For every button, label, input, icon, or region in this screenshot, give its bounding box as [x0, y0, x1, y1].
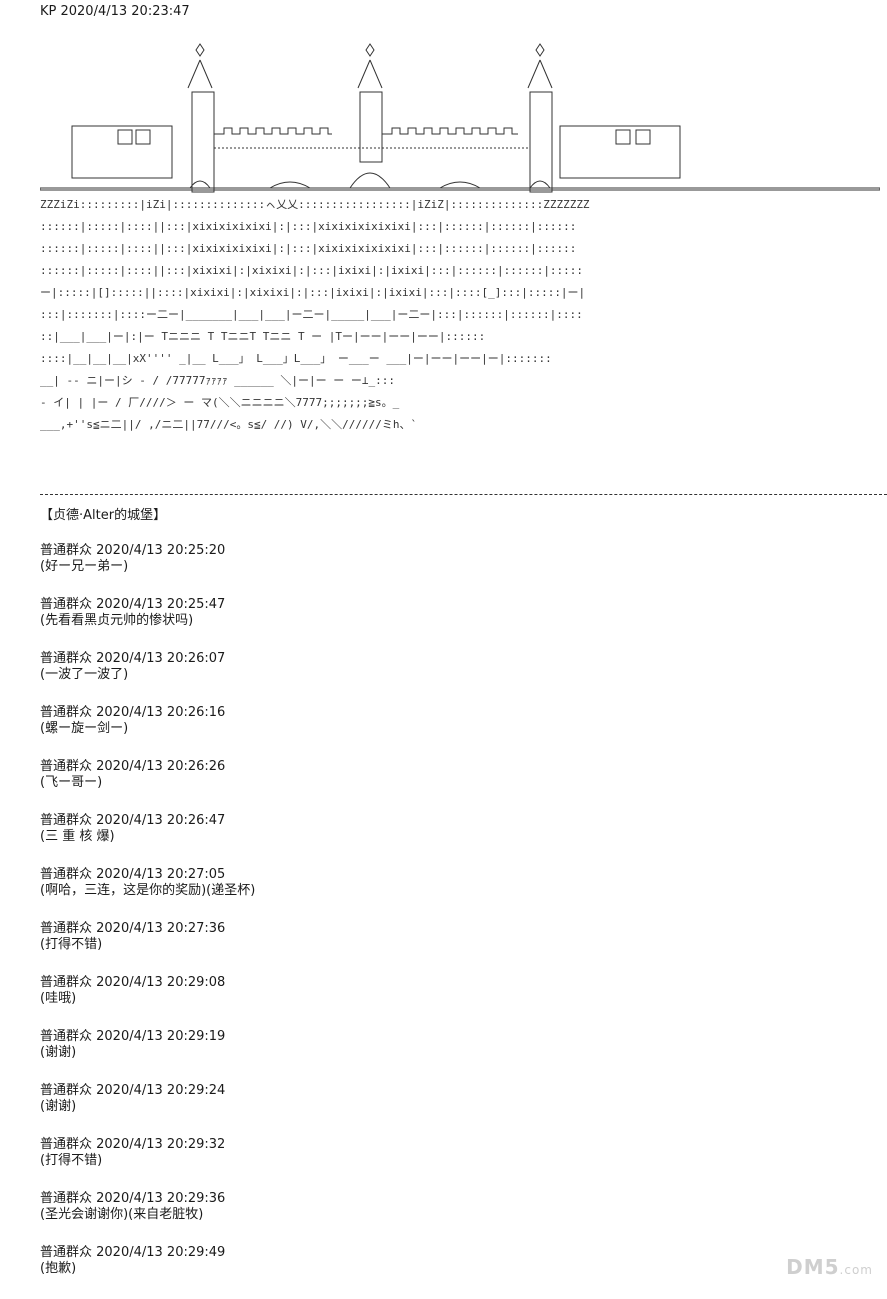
svg-text:ZZZiZi:::::::::|iZi|::::::::::: ZZZiZi:::::::::|iZi|::::::::::::::ㇸ乂乂:::…	[40, 198, 590, 211]
comment-meta: 普通群众 2020/4/13 20:26:07	[40, 651, 226, 666]
comment-text: (螺ー旋ー剑ー)	[40, 721, 129, 736]
comment-item: 普通群众 2020/4/13 20:29:36 (圣光会谢谢你)(来自老脏牧)	[40, 1191, 740, 1245]
svg-text:ー|:::::|[]:::::||::::|xixixi|:: ー|:::::|[]:::::||::::|xixixi|:|xixixi|:|…	[40, 286, 585, 299]
comment-text: (先看看黑贞元帅的惨状吗)	[40, 613, 194, 628]
comment-meta: 普通群众 2020/4/13 20:25:20	[40, 543, 226, 558]
comment-item: 普通群众 2020/4/13 20:26:16 (螺ー旋ー剑ー)	[40, 705, 740, 759]
comment-meta: 普通群众 2020/4/13 20:29:19	[40, 1029, 226, 1044]
comment-text: (三 重 核 爆)	[40, 829, 115, 844]
comment-text: (圣光会谢谢你)(来自老脏牧)	[40, 1207, 204, 1222]
comment-list: 普通群众 2020/4/13 20:25:20 (好ー兄ー弟ー) 普通群众 20…	[40, 543, 740, 1299]
comment-item: 普通群众 2020/4/13 20:29:08 (哇哦)	[40, 975, 740, 1029]
comment-item: 普通群众 2020/4/13 20:27:36 (打得不错)	[40, 921, 740, 975]
svg-text:__| -- ニ|ー|シ - / /7777: __| -- ニ|ー|シ - / /77777ｧｧｧｧ ______ ＼|ー|ー…	[40, 374, 395, 387]
comment-text: (抱歉)	[40, 1261, 77, 1276]
svg-text:::::::|:::::|::::||:::|xixixix: ::::::|:::::|::::||:::|xixixixixixi|:|::…	[40, 242, 576, 255]
comment-text: (好ー兄ー弟ー)	[40, 559, 129, 574]
comment-text: (谢谢)	[40, 1099, 77, 1114]
svg-text:::::|__|__|__|xX'''' _|__ L__: ::::|__|__|__|xX'''' _|__ L___」 L___」L__…	[40, 352, 552, 365]
separator-line	[40, 494, 887, 495]
comment-item: 普通群众 2020/4/13 20:29:19 (谢谢)	[40, 1029, 740, 1083]
comment-item: 普通群众 2020/4/13 20:25:20 (好ー兄ー弟ー)	[40, 543, 740, 597]
svg-text:::::::|:::::|::::||:::|xixixix: ::::::|:::::|::::||:::|xixixixixixi|:|::…	[40, 220, 576, 233]
comment-meta: 普通群众 2020/4/13 20:29:36	[40, 1191, 226, 1206]
comment-item: 普通群众 2020/4/13 20:29:49 (抱歉)	[40, 1245, 740, 1299]
art-caption: 【贞德·Alter的城堡】	[40, 508, 167, 523]
comment-meta: 普通群众 2020/4/13 20:29:24	[40, 1083, 226, 1098]
post-header: KP 2020/4/13 20:23:47	[40, 4, 190, 19]
comment-item: 普通群众 2020/4/13 20:25:47 (先看看黑贞元帅的惨状吗)	[40, 597, 740, 651]
comment-meta: 普通群众 2020/4/13 20:29:49	[40, 1245, 226, 1260]
svg-text:::|___|___|ー|:|ー Tニニニ T T: ::|___|___|ー|:|ー Tニニニ T TニニT Tニニ T ー |Tー…	[40, 330, 485, 343]
comment-text: (哇哦)	[40, 991, 77, 1006]
site-watermark-logo: DM5.com	[786, 1255, 873, 1279]
comment-meta: 普通群众 2020/4/13 20:29:08	[40, 975, 226, 990]
svg-text:- イ| | |ー / 厂////＞ ー マ(: - イ| | |ー / 厂////＞ ー マ(＼＼ニニニニ＼7777;;;;;;…	[40, 396, 400, 409]
comment-meta: 普通群众 2020/4/13 20:29:32	[40, 1137, 226, 1152]
svg-text:::::::|:::::|::::||:::|xixixi|: ::::::|:::::|::::||:::|xixixi|:|xixixi|:…	[40, 264, 583, 277]
comment-text: (啊哈，三连，这是你的奖励)(递圣杯)	[40, 883, 256, 898]
comment-text: (飞ー哥ー)	[40, 775, 103, 790]
comment-text: (打得不错)	[40, 1153, 103, 1168]
watermark-tld: .com	[839, 1263, 873, 1277]
comment-item: 普通群众 2020/4/13 20:27:05 (啊哈，三连，这是你的奖励)(递…	[40, 867, 740, 921]
comment-text: (打得不错)	[40, 937, 103, 952]
comment-meta: 普通群众 2020/4/13 20:26:26	[40, 759, 226, 774]
comment-meta: 普通群众 2020/4/13 20:27:36	[40, 921, 226, 936]
comment-text: (谢谢)	[40, 1045, 77, 1060]
comment-meta: 普通群众 2020/4/13 20:26:16	[40, 705, 226, 720]
comment-item: 普通群众 2020/4/13 20:29:32 (打得不错)	[40, 1137, 740, 1191]
comment-meta: 普通群众 2020/4/13 20:26:47	[40, 813, 226, 828]
svg-text::::|:::::::|::::ー二ー|_______|__: :::|:::::::|::::ー二ー|_______|___|___|ー二ー|…	[40, 308, 583, 321]
comment-item: 普通群众 2020/4/13 20:29:24 (谢谢)	[40, 1083, 740, 1137]
comment-item: 普通群众 2020/4/13 20:26:47 (三 重 核 爆)	[40, 813, 740, 867]
comment-meta: 普通群众 2020/4/13 20:27:05	[40, 867, 226, 882]
comment-text: (一波了一波了)	[40, 667, 129, 682]
svg-text:___,+''s≦ニ二||/ ,/ニ二||77///<: ___,+''s≦ニ二||/ ,/ニ二||77///<。s≦/ //) V/,＼…	[40, 418, 417, 431]
comment-item: 普通群众 2020/4/13 20:26:07 (一波了一波了)	[40, 651, 740, 705]
comment-meta: 普通群众 2020/4/13 20:25:47	[40, 597, 226, 612]
castle-ascii-art: ZZZiZi:::::::::|iZi|::::::::::::::ㇸ乂乂:::…	[40, 38, 880, 490]
comment-item: 普通群众 2020/4/13 20:26:26 (飞ー哥ー)	[40, 759, 740, 813]
watermark-brand: DM5	[786, 1255, 840, 1279]
